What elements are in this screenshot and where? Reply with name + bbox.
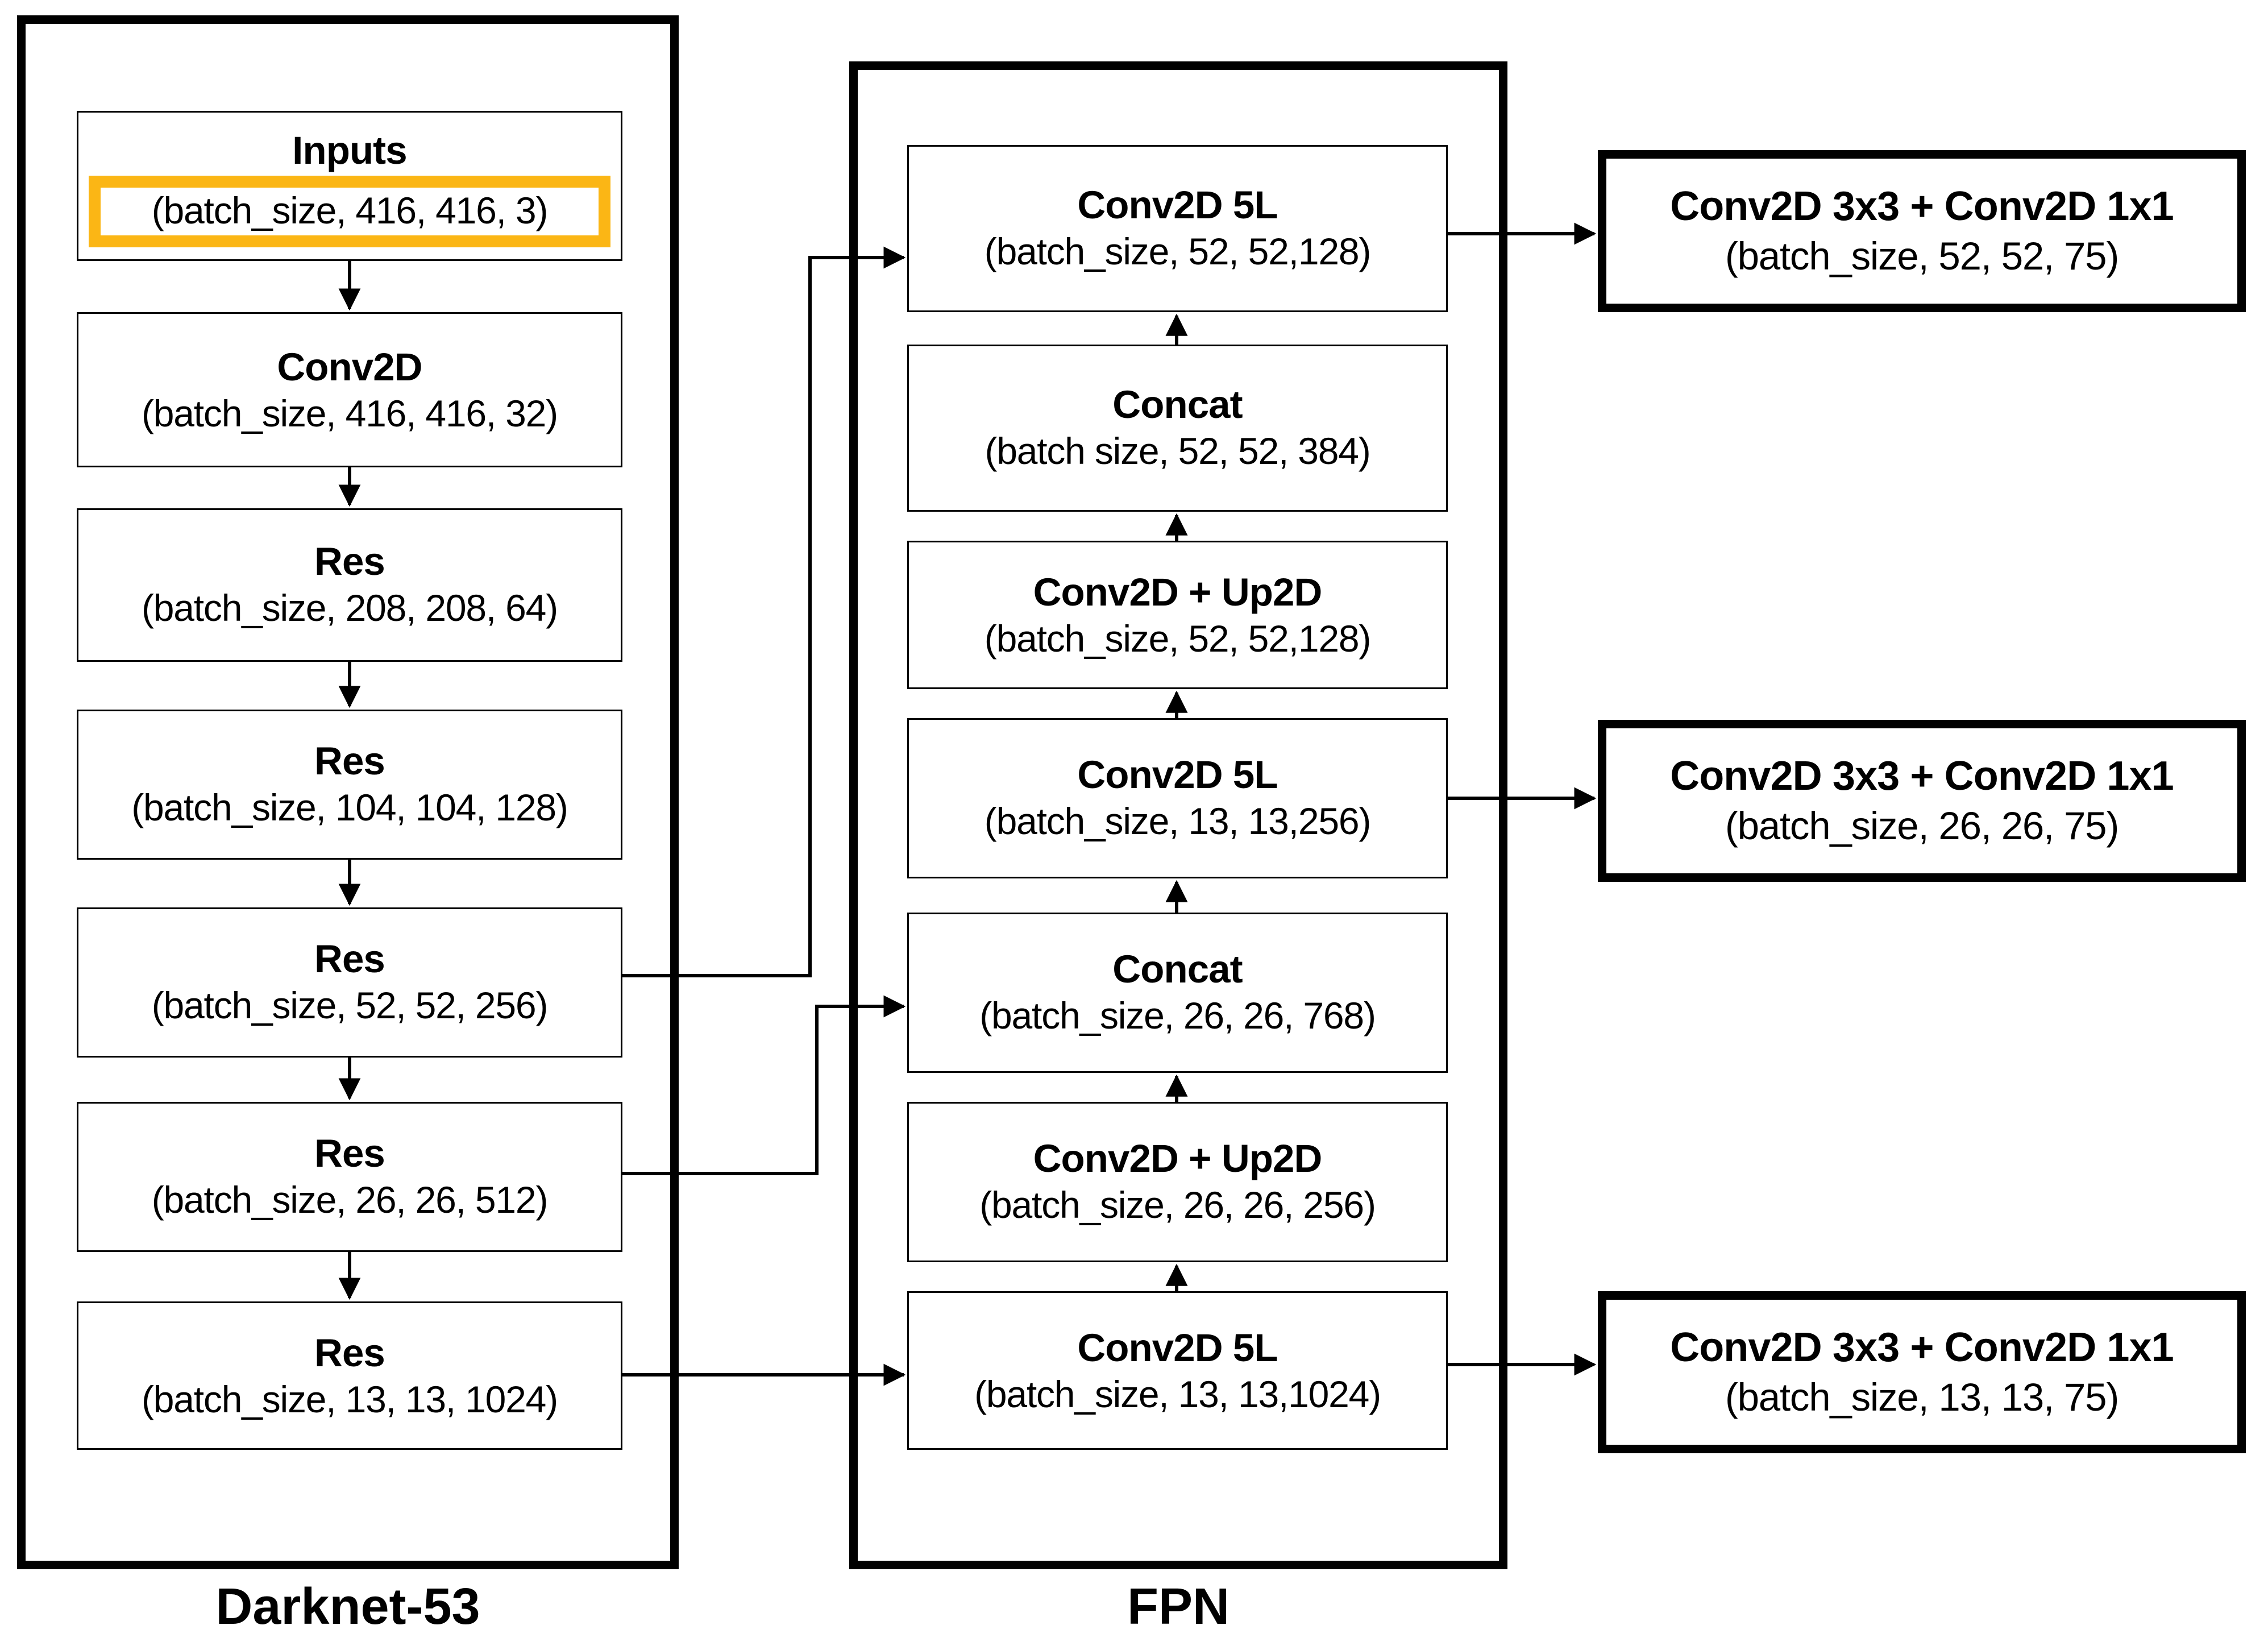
input-shape-highlight: (batch_size, 416, 416, 3) <box>89 175 610 247</box>
box-title: Inputs <box>292 127 408 172</box>
box-title: Conv2D 5L <box>1077 752 1278 797</box>
box-shape: (batch_size, 416, 416, 32) <box>142 391 558 434</box>
box-title: Conv2D <box>277 343 422 388</box>
box-shape: (batch_size, 13, 13,256) <box>984 800 1372 843</box>
fpn-label: FPN <box>1127 1579 1229 1636</box>
box-title: Concat <box>1112 947 1243 991</box>
box-shape: (batch_size, 26, 26, 512) <box>151 1179 549 1221</box>
darknet-label: Darknet-53 <box>215 1579 480 1636</box>
box-title: Conv2D 5L <box>1077 183 1278 227</box>
head-box-52: Conv2D 3x3 + Conv2D 1x1 (batch_size, 52,… <box>1598 150 2246 312</box>
box-shape: (batch_size, 416, 416, 3) <box>151 188 549 231</box>
box-title: Res <box>314 936 385 981</box>
box-title: Res <box>314 739 385 783</box>
darknet-box-inputs: Inputs (batch_size, 416, 416, 3) <box>77 111 622 261</box>
box-shape: (batch_size, 26, 26, 75) <box>1725 802 2120 847</box>
darknet-box-res-13: Res (batch_size, 13, 13, 1024) <box>77 1301 622 1450</box>
box-title: Conv2D + Up2D <box>1033 1136 1323 1180</box>
box-shape: (batch_size, 52, 52, 256) <box>151 984 549 1027</box>
box-shape: (batch_size, 13, 13,1024) <box>974 1372 1381 1415</box>
fpn-box-concat-52: Concat (batch size, 52, 52, 384) <box>907 345 1448 512</box>
box-shape: (batch_size, 13, 13, 75) <box>1725 1374 2120 1419</box>
fpn-box-convup-52: Conv2D + Up2D (batch_size, 52, 52,128) <box>907 541 1448 689</box>
box-shape: (batch_size, 52, 52,128) <box>984 230 1372 273</box>
head-box-13: Conv2D 3x3 + Conv2D 1x1 (batch_size, 13,… <box>1598 1291 2246 1453</box>
box-title: Concat <box>1112 382 1243 426</box>
darknet-box-res-52: Res (batch_size, 52, 52, 256) <box>77 907 622 1058</box>
box-title: Conv2D 3x3 + Conv2D 1x1 <box>1670 753 2174 799</box>
box-title: Conv2D 3x3 + Conv2D 1x1 <box>1670 183 2174 230</box>
box-shape: (batch_size, 104, 104, 128) <box>131 786 568 829</box>
box-shape: (batch_size, 52, 52,128) <box>984 616 1372 660</box>
box-title: Res <box>314 1131 385 1175</box>
box-title: Conv2D + Up2D <box>1033 569 1323 613</box>
box-shape: (batch_size, 13, 13, 1024) <box>142 1377 558 1420</box>
fpn-box-conv2d5l-26: Conv2D 5L (batch_size, 13, 13,256) <box>907 718 1448 878</box>
box-title: Res <box>314 539 385 583</box>
fpn-box-convup-26: Conv2D + Up2D (batch_size, 26, 26, 256) <box>907 1102 1448 1262</box>
head-box-26: Conv2D 3x3 + Conv2D 1x1 (batch_size, 26,… <box>1598 720 2246 882</box>
fpn-box-concat-26: Concat (batch_size, 26, 26, 768) <box>907 913 1448 1073</box>
fpn-box-conv2d5l-13: Conv2D 5L (batch_size, 13, 13,1024) <box>907 1291 1448 1450</box>
box-shape: (batch_size, 52, 52, 75) <box>1725 233 2120 277</box>
darknet-box-conv2d: Conv2D (batch_size, 416, 416, 32) <box>77 312 622 467</box>
box-shape: (batch size, 52, 52, 384) <box>985 430 1370 472</box>
box-shape: (batch_size, 26, 26, 256) <box>979 1184 1376 1226</box>
darknet-box-res-104: Res (batch_size, 104, 104, 128) <box>77 710 622 860</box>
box-shape: (batch_size, 208, 208, 64) <box>142 587 558 629</box>
darknet-box-res-26: Res (batch_size, 26, 26, 512) <box>77 1102 622 1252</box>
box-title: Res <box>314 1329 385 1374</box>
box-title: Conv2D 3x3 + Conv2D 1x1 <box>1670 1324 2174 1371</box>
fpn-box-conv2d5l-52: Conv2D 5L (batch_size, 52, 52,128) <box>907 145 1448 312</box>
darknet-box-res-208: Res (batch_size, 208, 208, 64) <box>77 508 622 662</box>
box-title: Conv2D 5L <box>1077 1324 1278 1369</box>
box-shape: (batch_size, 26, 26, 768) <box>979 994 1376 1037</box>
